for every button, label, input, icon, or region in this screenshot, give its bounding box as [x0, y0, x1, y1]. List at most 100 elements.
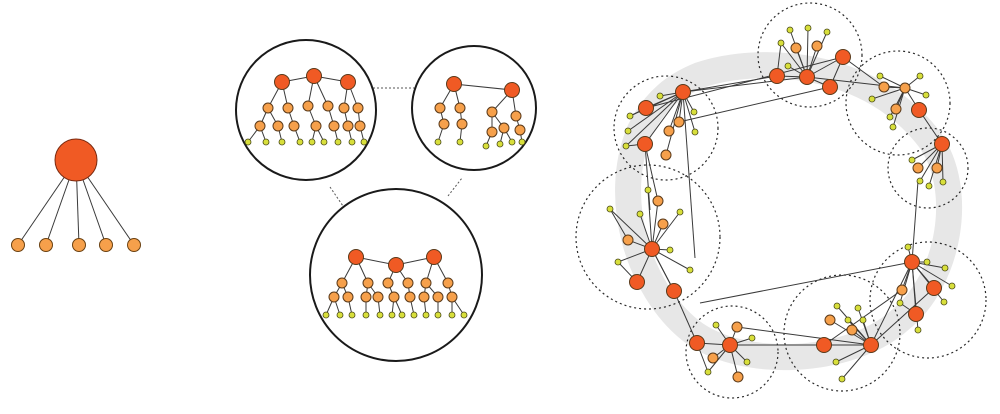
mid-node	[824, 314, 836, 326]
leaf-node	[622, 142, 630, 150]
hub-node	[835, 49, 851, 65]
mid-node	[372, 291, 384, 303]
mid-node	[342, 120, 354, 132]
hierarchical-clusters-panel	[235, 39, 537, 362]
inter-community-edge	[644, 143, 659, 202]
leaf-node	[518, 138, 526, 146]
mid-node	[707, 352, 719, 364]
community-edge	[609, 208, 629, 241]
community-edge	[911, 261, 945, 303]
mid-node	[622, 234, 634, 246]
leaf-node	[388, 311, 396, 319]
community-circle	[869, 241, 987, 359]
mid-node	[254, 120, 266, 132]
ring-of-clusters-panel	[575, 2, 987, 399]
cluster-connector	[329, 186, 344, 207]
community-edge	[871, 87, 906, 100]
hub-node	[799, 69, 815, 85]
hub-node	[904, 254, 920, 270]
mid-node	[336, 277, 348, 289]
leaf-node	[334, 138, 342, 146]
mid-node	[486, 106, 498, 118]
leaf-node	[691, 128, 699, 136]
mid-node	[388, 291, 400, 303]
hub-node	[926, 280, 942, 296]
hub-node	[388, 257, 404, 273]
community-circle	[757, 2, 863, 108]
leaf-node	[916, 177, 924, 185]
community-edge	[806, 27, 809, 78]
hub-link	[453, 83, 513, 91]
mid-node	[890, 103, 902, 115]
leaf-node	[948, 282, 956, 290]
star-network-panel	[11, 138, 141, 252]
inter-community-edge	[682, 91, 696, 259]
hub-node	[426, 249, 442, 265]
community-edge	[609, 208, 653, 250]
inter-community-edge	[673, 290, 698, 344]
community-circle	[575, 164, 721, 310]
leaf-node	[941, 264, 949, 272]
hub-node	[769, 68, 785, 84]
leaf-node	[908, 156, 916, 164]
leaf-node	[624, 127, 632, 135]
leaf-node	[784, 62, 792, 70]
hub-node	[689, 335, 705, 351]
leaf-node	[626, 112, 634, 120]
mid-node	[438, 118, 450, 130]
leaf-node	[914, 326, 922, 334]
leaf-node	[278, 138, 286, 146]
hub-node	[934, 136, 950, 152]
mid-node	[731, 321, 743, 333]
community-edge	[627, 91, 684, 132]
mid-node	[418, 291, 430, 303]
hub-node	[822, 79, 838, 95]
leaf-node	[854, 304, 862, 312]
cluster-circle	[309, 188, 483, 362]
star-hub-node	[54, 138, 98, 182]
ring-backdrop	[615, 52, 962, 371]
mid-node	[352, 102, 364, 114]
hub-node	[446, 76, 462, 92]
mid-node	[272, 120, 284, 132]
mid-node	[896, 284, 908, 296]
leaf-node	[676, 208, 684, 216]
leaf-node	[482, 142, 490, 150]
leaf-node	[656, 92, 664, 100]
mid-node	[262, 102, 274, 114]
mid-node	[657, 218, 669, 230]
mid-node	[486, 126, 498, 138]
leaf-node	[939, 178, 947, 186]
mid-node	[310, 120, 322, 132]
mid-node	[931, 162, 943, 174]
mid-node	[420, 277, 432, 289]
leaf-node	[320, 138, 328, 146]
star-leaf-node	[11, 238, 25, 252]
leaf-node	[844, 316, 852, 324]
inter-community-edge	[682, 75, 778, 93]
leaf-node	[925, 182, 933, 190]
leaf-node	[886, 113, 894, 121]
mid-node	[811, 40, 823, 52]
leaf-node	[322, 311, 330, 319]
leaf-node	[362, 311, 370, 319]
mid-node	[652, 195, 664, 207]
leaf-node	[804, 24, 812, 32]
leaf-node	[833, 302, 841, 310]
mid-node	[660, 149, 672, 161]
leaf-node	[434, 138, 442, 146]
community-edge	[806, 31, 828, 78]
leaf-node	[448, 311, 456, 319]
community-circle	[685, 305, 779, 399]
hub-node	[274, 74, 290, 90]
leaf-node	[636, 210, 644, 218]
hub-node	[816, 337, 832, 353]
community-edge	[625, 91, 684, 147]
inter-community-edge	[870, 261, 913, 346]
hub-node	[638, 100, 654, 116]
inter-community-edge	[644, 143, 651, 211]
leaf-node	[348, 311, 356, 319]
hub-node	[863, 337, 879, 353]
mid-node	[732, 371, 744, 383]
leaf-node	[434, 311, 442, 319]
